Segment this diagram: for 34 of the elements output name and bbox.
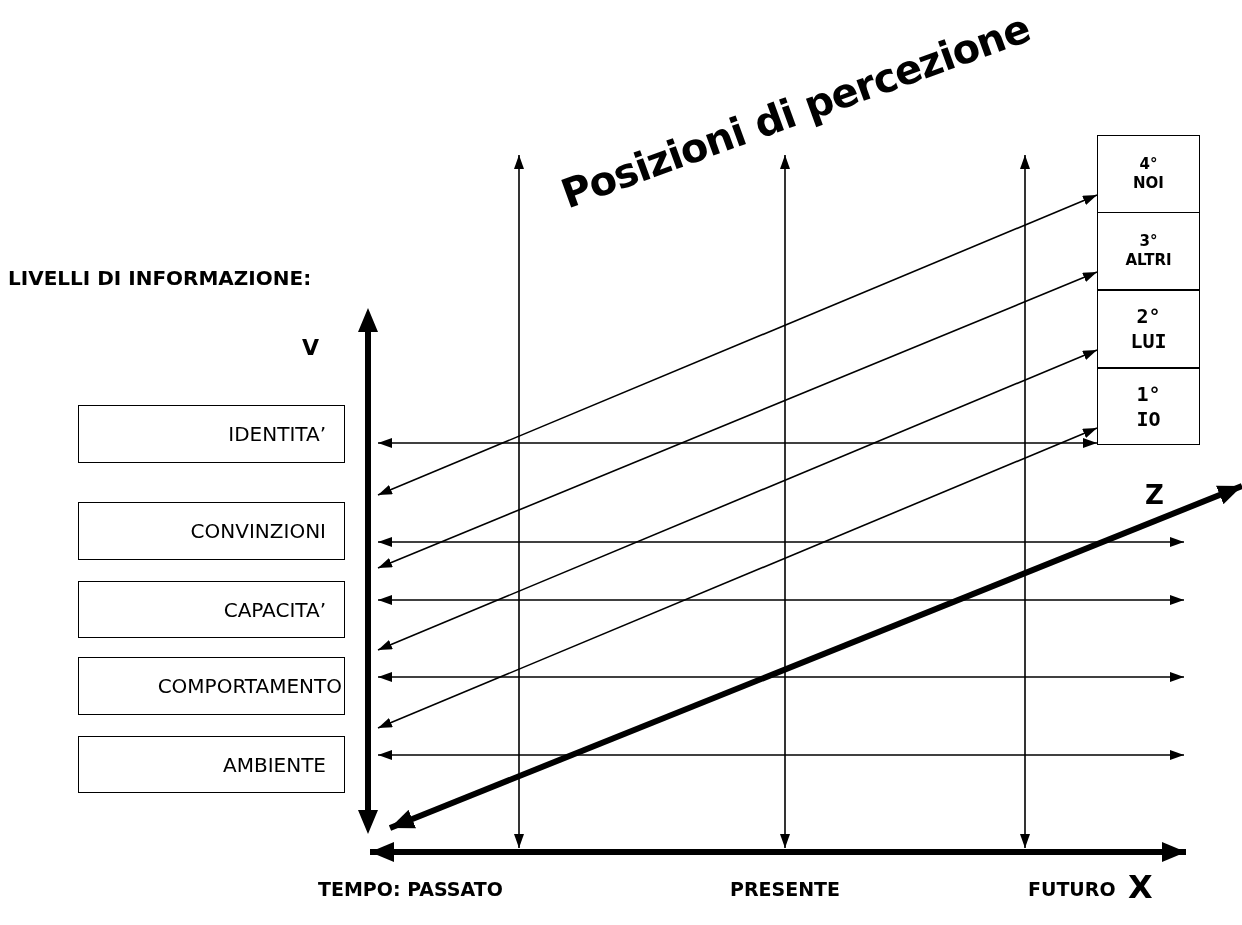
level-box: IDENTITA’	[78, 405, 345, 463]
vertical-axis	[358, 308, 378, 834]
time-label: TEMPO: PASSATO	[318, 878, 503, 900]
section-heading: LIVELLI DI INFORMAZIONE:	[8, 266, 312, 290]
arrow	[377, 438, 1098, 448]
axis-label: V	[302, 335, 320, 360]
axis-label: X	[1128, 868, 1153, 906]
level-box: COMPORTAMENTO	[78, 657, 345, 715]
ordinal-label: 4°	[1139, 155, 1158, 174]
ordinal-label: 2°	[1136, 304, 1161, 329]
arrow	[377, 427, 1098, 729]
time-label: FUTURO	[1028, 878, 1116, 900]
axis-label: Z	[1145, 480, 1164, 510]
position-box	[1097, 290, 1200, 368]
position-label: ALTRI	[1125, 251, 1172, 270]
position-label: NOI	[1133, 174, 1164, 193]
arrow	[377, 672, 1185, 682]
position-box	[1097, 212, 1200, 290]
arrow	[377, 750, 1185, 760]
arrow	[377, 194, 1098, 496]
level-box: AMBIENTE	[78, 736, 345, 793]
arrow	[377, 537, 1185, 547]
level-box: CAPACITA’	[78, 581, 345, 638]
time-label: PRESENTE	[730, 878, 841, 900]
position-box	[1097, 135, 1200, 213]
position-label: IO	[1136, 406, 1161, 432]
ordinal-label: 3°	[1139, 232, 1158, 251]
arrow	[377, 349, 1098, 651]
position-box	[1097, 368, 1200, 445]
level-box: CONVINZIONI	[78, 502, 345, 560]
arrow	[377, 271, 1098, 569]
arrow	[377, 595, 1185, 605]
ordinal-label: 1°	[1136, 381, 1161, 407]
position-label: LUI	[1130, 329, 1167, 354]
